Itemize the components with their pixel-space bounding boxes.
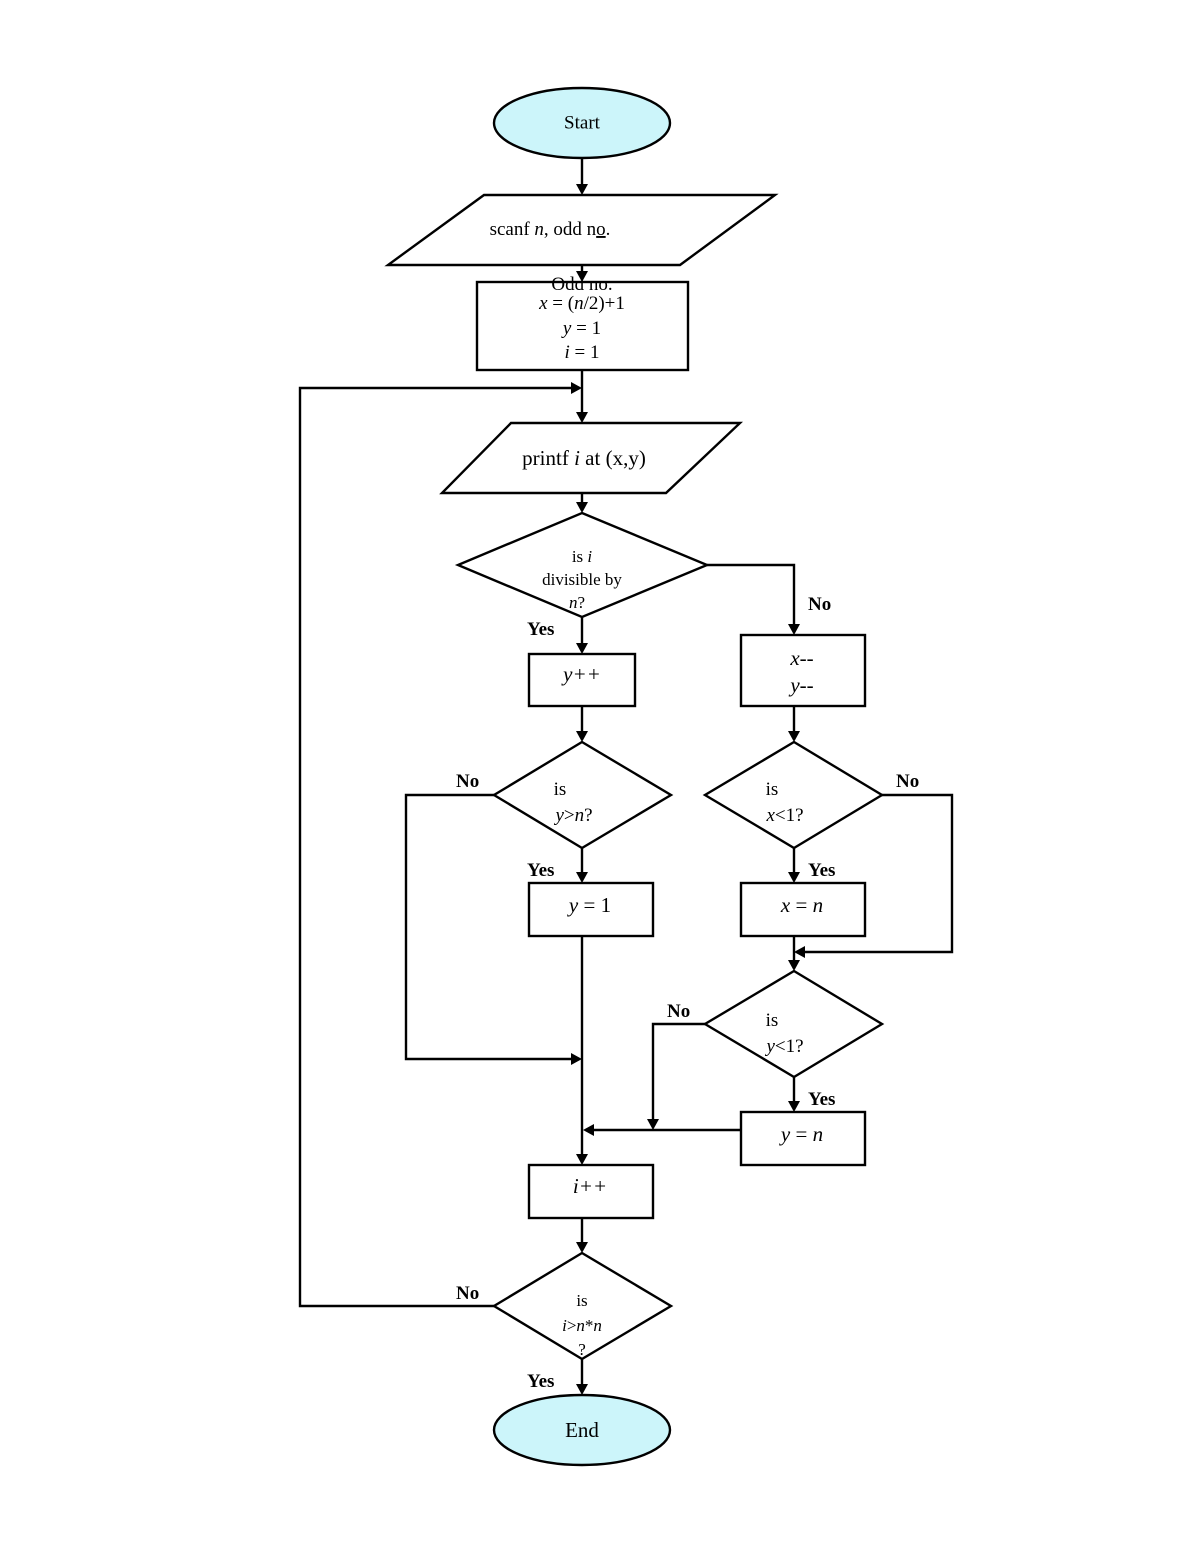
edge-no-end: No (456, 1283, 479, 1304)
inc-i-box (527, 1163, 655, 1220)
arrow-loop-back (571, 382, 582, 394)
decision-y-lt-1 (702, 969, 885, 1079)
set-xn-box (739, 881, 867, 938)
arrow-to-init (576, 271, 588, 282)
connector-divisible-no (707, 563, 796, 627)
odd-no-note: Odd no. (551, 274, 612, 295)
edge-yes-ygtn: Yes (527, 860, 554, 881)
output-parallelogram (439, 421, 744, 495)
connectors (298, 158, 954, 1387)
decision-x-lt-1-l1: is (766, 779, 779, 800)
edge-yes-divisible: Yes (527, 619, 554, 640)
init-y: y = 1 (561, 318, 601, 339)
set-yn-label: y = n (779, 1122, 823, 1146)
dec-x-label: x-- (789, 646, 813, 670)
edge-no-divisible: No (808, 594, 831, 615)
init-i: i = 1 (565, 342, 600, 363)
output-label: printf i at (x,y) (522, 446, 646, 470)
arrow-to-setxn (788, 872, 800, 883)
decision-divisible-l3: n? (569, 593, 585, 612)
arrow-to-output (576, 412, 588, 423)
arrow-to-input (576, 184, 588, 195)
arrow-to-decision-end (576, 1242, 588, 1253)
set-y1-label: y = 1 (567, 893, 611, 917)
input-label: scanf n, odd no. (490, 219, 611, 240)
start-label: Start (564, 112, 601, 133)
init-x: x = (n/2)+1 (538, 293, 625, 314)
decision-x-lt-1 (702, 740, 885, 850)
arrow-no-merge-left (571, 1053, 582, 1065)
arrow-to-divisible (576, 502, 588, 513)
dec-xy-box (739, 633, 867, 708)
inc-i-label: i++ (573, 1174, 607, 1198)
arrow-to-setyn (788, 1101, 800, 1112)
connector-ygtn-no (404, 793, 573, 1061)
edge-yes-xlt1: Yes (808, 860, 835, 881)
connector-ylt1-no (651, 1022, 705, 1121)
connector-end-no-loop (298, 386, 573, 1308)
edge-no-ygtn: No (456, 771, 479, 792)
arrow-to-ylt1 (788, 960, 800, 971)
decision-end-l3: ? (578, 1340, 586, 1359)
edge-no-ylt1: No (667, 1001, 690, 1022)
inc-y-label: y++ (561, 662, 601, 686)
decision-y-gt-n-l1: is (554, 779, 567, 800)
decision-divisible-l2: divisible by (542, 570, 622, 589)
edge-yes-end: Yes (527, 1371, 554, 1392)
decision-y-gt-n (491, 740, 674, 850)
input-parallelogram (384, 193, 779, 267)
arrow-to-decxy (788, 624, 800, 635)
edge-no-xlt1: No (896, 771, 919, 792)
arrow-to-sety1 (576, 872, 588, 883)
edge-yes-ylt1: Yes (808, 1089, 835, 1110)
decision-divisible-l1: is i (572, 547, 593, 566)
decision-y-lt-1-l1: is (766, 1010, 779, 1031)
arrow-to-incy (576, 643, 588, 654)
decision-end-l1: is (576, 1291, 587, 1310)
dec-y-label: y-- (788, 673, 813, 697)
set-xn-label: x = n (780, 893, 823, 917)
end-label: End (565, 1418, 599, 1442)
set-yn-box (739, 1110, 867, 1167)
arrow-no-merge-right (794, 946, 805, 958)
arrowheads (571, 184, 805, 1395)
set-y1-box (527, 881, 655, 938)
connector-xlt1-no (803, 793, 954, 954)
arrow-to-ygtn (576, 731, 588, 742)
decision-y-gt-n-l2: y>n? (553, 805, 592, 826)
decision-y-lt-1-l2: y<1? (764, 1036, 803, 1057)
arrow-to-end (576, 1384, 588, 1395)
init-process-box (475, 280, 690, 372)
arrow-ylt1-no (647, 1119, 659, 1130)
arrow-to-xlt1 (788, 731, 800, 742)
decision-end-l2: i>n*n (562, 1316, 602, 1335)
arrow-to-inci (576, 1154, 588, 1165)
arrow-setyn-merge (583, 1124, 594, 1136)
decision-x-lt-1-l2: x<1? (765, 805, 803, 826)
